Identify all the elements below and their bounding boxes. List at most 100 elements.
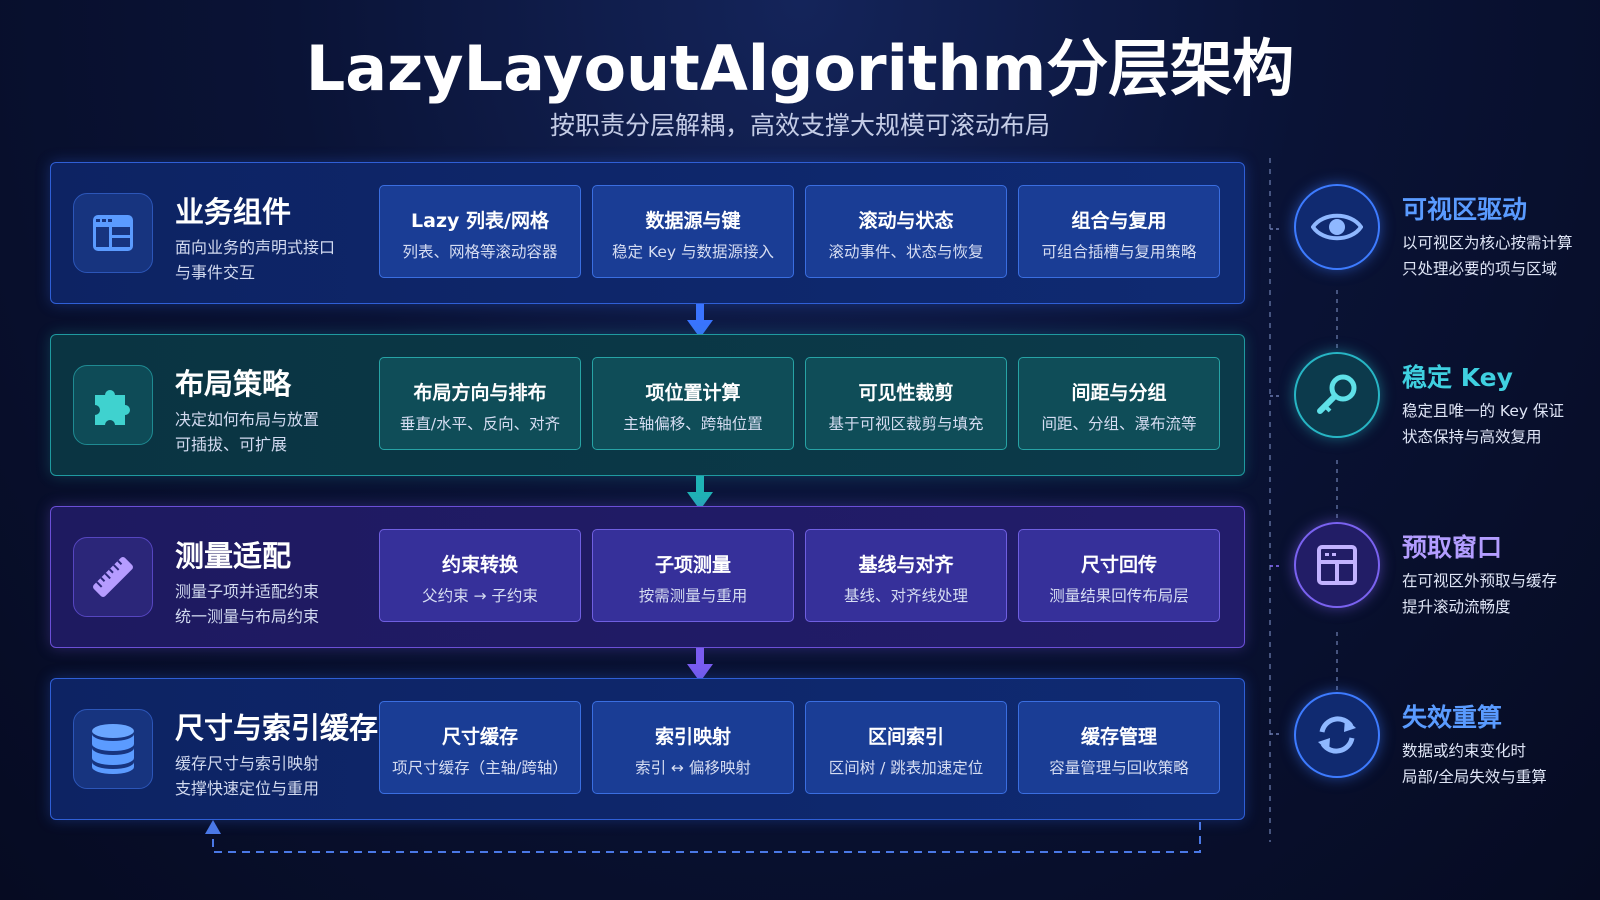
layer-description: 缓存尺寸与索引映射 支撑快速定位与重用 xyxy=(175,751,319,801)
principle-desc-line: 只处理必要的项与区域 xyxy=(1402,260,1558,278)
principle-item: 失效重算 数据或约束变化时 局部/全局失效与重算 xyxy=(1268,692,1600,792)
module-desc: 区间树 / 跳表加速定位 xyxy=(828,759,984,777)
arrow-down-icon xyxy=(687,476,713,510)
layer-name: 业务组件 xyxy=(175,195,292,229)
module-card: 数据源与键 稳定 Key 与数据源接入 xyxy=(592,185,794,278)
module-card: 布局方向与排布 垂直/水平、反向、对齐 xyxy=(379,357,581,450)
module-card: 尺寸回传 测量结果回传布局层 xyxy=(1018,529,1220,622)
module-title: 缓存管理 xyxy=(1080,726,1157,748)
module-card: Lazy 列表/网格 列表、网格等滚动容器 xyxy=(379,185,581,278)
module-title: 索引映射 xyxy=(654,726,731,748)
principle-title: 失效重算 xyxy=(1402,703,1503,732)
layer-desc-line: 决定如何布局与放置 xyxy=(175,410,320,429)
layer-measure-adapter: 测量适配 测量子项并适配约束 统一测量与布局约束 约束转换 父约束 → 子约束 … xyxy=(50,506,1245,648)
principle-desc: 以可视区为核心按需计算 只处理必要的项与区域 xyxy=(1402,230,1573,282)
principle-desc: 在可视区外预取与缓存 提升滚动流畅度 xyxy=(1402,568,1557,620)
module-desc: 按需测量与重用 xyxy=(638,587,748,605)
principle-desc: 数据或约束变化时 局部/全局失效与重算 xyxy=(1402,738,1547,790)
module-title: 约束转换 xyxy=(441,554,518,576)
puzzle-icon xyxy=(73,365,153,445)
layer-desc-line: 面向业务的声明式接口 xyxy=(175,238,336,257)
principle-item: 预取窗口 在可视区外预取与缓存 提升滚动流畅度 xyxy=(1268,522,1600,622)
module-card: 尺寸缓存 项尺寸缓存（主轴/跨轴） xyxy=(379,701,581,794)
database-icon xyxy=(73,709,153,789)
principle-title: 可视区驱动 xyxy=(1402,195,1528,224)
layer-layout-strategy: 布局策略 决定如何布局与放置 可插拔、可扩展 布局方向与排布 垂直/水平、反向、… xyxy=(50,334,1245,476)
module-title: 尺寸缓存 xyxy=(441,726,518,748)
principle-desc-line: 以可视区为核心按需计算 xyxy=(1402,234,1573,252)
module-card: 基线与对齐 基线、对齐线处理 xyxy=(805,529,1007,622)
module-title: 间距与分组 xyxy=(1071,382,1167,404)
module-desc: 可组合插槽与复用策略 xyxy=(1041,243,1197,261)
module-title: 尺寸回传 xyxy=(1080,554,1157,576)
module-desc: 滚动事件、状态与恢复 xyxy=(828,243,984,261)
module-desc: 项尺寸缓存（主轴/跨轴） xyxy=(392,759,568,777)
module-title: 数据源与键 xyxy=(645,210,741,232)
module-card: 缓存管理 容量管理与回收策略 xyxy=(1018,701,1220,794)
principle-title: 稳定 Key xyxy=(1402,363,1513,392)
layer-desc-line: 统一测量与布局约束 xyxy=(175,607,320,626)
layer-size-index-cache: 尺寸与索引缓存 缓存尺寸与索引映射 支撑快速定位与重用 尺寸缓存 项尺寸缓存（主… xyxy=(50,678,1245,820)
module-desc: 主轴偏移、跨轴位置 xyxy=(623,415,763,433)
module-desc: 稳定 Key 与数据源接入 xyxy=(612,243,774,261)
layer-desc-line: 测量子项并适配约束 xyxy=(175,582,320,601)
module-title: 布局方向与排布 xyxy=(413,382,547,404)
eye-icon xyxy=(1294,184,1380,270)
module-card: 滚动与状态 滚动事件、状态与恢复 xyxy=(805,185,1007,278)
module-desc: 父约束 → 子约束 xyxy=(422,587,538,605)
window-layout-icon xyxy=(1294,522,1380,608)
arrow-down-icon xyxy=(687,304,713,338)
principle-title: 预取窗口 xyxy=(1402,533,1503,562)
module-desc: 垂直/水平、反向、对齐 xyxy=(399,415,561,433)
layer-business-components: 业务组件 面向业务的声明式接口 与事件交互 Lazy 列表/网格 列表、网格等滚… xyxy=(50,162,1245,304)
module-card: 项位置计算 主轴偏移、跨轴位置 xyxy=(592,357,794,450)
principle-item: 可视区驱动 以可视区为核心按需计算 只处理必要的项与区域 xyxy=(1268,184,1600,284)
layout-grid-icon xyxy=(73,193,153,273)
principle-desc-line: 状态保持与高效复用 xyxy=(1402,428,1542,446)
module-card: 可见性裁剪 基于可视区裁剪与填充 xyxy=(805,357,1007,450)
principle-desc: 稳定且唯一的 Key 保证 状态保持与高效复用 xyxy=(1402,398,1564,450)
principle-desc-line: 在可视区外预取与缓存 xyxy=(1402,572,1558,590)
arrow-down-icon xyxy=(687,648,713,682)
module-desc: 索引 ↔ 偏移映射 xyxy=(635,759,751,777)
layer-desc-line: 支撑快速定位与重用 xyxy=(175,779,320,798)
module-desc: 间距、分组、瀑布流等 xyxy=(1041,415,1197,433)
page-title: LazyLayoutAlgorithm分层架构 xyxy=(305,32,1295,105)
principle-desc-line: 稳定且唯一的 Key 保证 xyxy=(1402,402,1564,420)
layer-name: 布局策略 xyxy=(175,367,292,401)
layer-description: 测量子项并适配约束 统一测量与布局约束 xyxy=(175,579,319,629)
principles-panel: 可视区驱动 以可视区为核心按需计算 只处理必要的项与区域 稳定 Key 稳定且唯… xyxy=(1268,160,1600,840)
principle-item: 稳定 Key 稳定且唯一的 Key 保证 状态保持与高效复用 xyxy=(1268,352,1600,452)
layer-description: 面向业务的声明式接口 与事件交互 xyxy=(175,235,335,285)
layer-name: 测量适配 xyxy=(175,539,292,573)
module-desc: 基于可视区裁剪与填充 xyxy=(828,415,984,433)
module-title: 子项测量 xyxy=(654,554,731,576)
layer-desc-line: 与事件交互 xyxy=(175,263,256,282)
refresh-icon xyxy=(1294,692,1380,778)
module-card: 子项测量 按需测量与重用 xyxy=(592,529,794,622)
page-subtitle: 按职责分层解耦，高效支撑大规模可滚动布局 xyxy=(549,111,1050,140)
layer-desc-line: 可插拔、可扩展 xyxy=(175,435,288,454)
module-desc: 基线、对齐线处理 xyxy=(843,587,968,605)
module-desc: 容量管理与回收策略 xyxy=(1049,759,1189,777)
module-title: 基线与对齐 xyxy=(858,554,954,576)
module-card: 索引映射 索引 ↔ 偏移映射 xyxy=(592,701,794,794)
layer-desc-line: 缓存尺寸与索引映射 xyxy=(175,754,320,773)
layer-name: 尺寸与索引缓存 xyxy=(175,711,379,745)
module-desc: 测量结果回传布局层 xyxy=(1049,587,1189,605)
module-card: 间距与分组 间距、分组、瀑布流等 xyxy=(1018,357,1220,450)
module-card: 约束转换 父约束 → 子约束 xyxy=(379,529,581,622)
key-icon xyxy=(1294,352,1380,438)
module-title: 可见性裁剪 xyxy=(858,382,954,404)
module-desc: 列表、网格等滚动容器 xyxy=(402,243,558,261)
module-title: Lazy 列表/网格 xyxy=(411,210,549,232)
principle-desc-line: 提升滚动流畅度 xyxy=(1402,598,1511,616)
module-title: 区间索引 xyxy=(867,726,944,748)
principle-desc-line: 局部/全局失效与重算 xyxy=(1402,768,1547,786)
module-title: 组合与复用 xyxy=(1071,210,1167,232)
module-card: 组合与复用 可组合插槽与复用策略 xyxy=(1018,185,1220,278)
module-title: 项位置计算 xyxy=(645,382,741,404)
module-title: 滚动与状态 xyxy=(858,210,954,232)
module-card: 区间索引 区间树 / 跳表加速定位 xyxy=(805,701,1007,794)
principle-desc-line: 数据或约束变化时 xyxy=(1402,742,1527,760)
